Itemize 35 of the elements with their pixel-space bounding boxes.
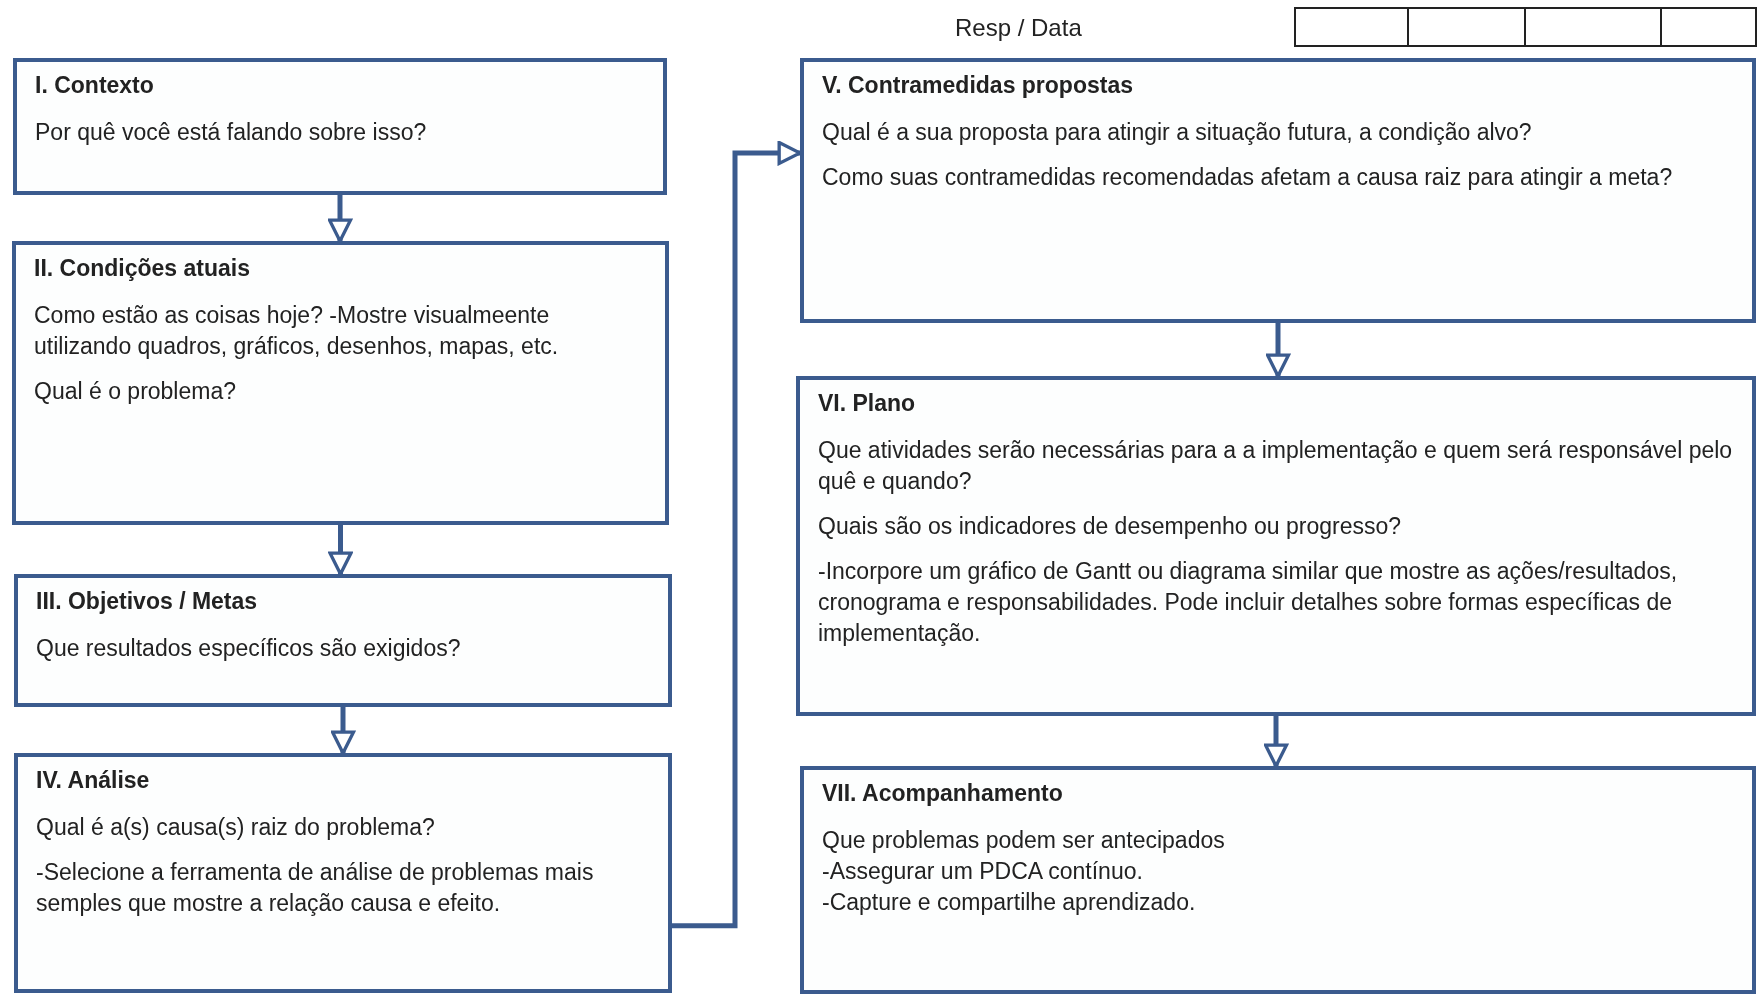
section-heading: VII. Acompanhamento: [822, 779, 1064, 808]
arrow: [328, 525, 353, 576]
section-heading: II. Condições atuais: [34, 254, 251, 283]
section-heading: VI. Plano: [818, 389, 917, 418]
section-text: -Assegurar um PDCA contínuo.: [822, 857, 1144, 886]
section-text: -Incorpore um gráfico de Gantt ou diagrama similar que mostre as ações/resultados, cronograma e responsabilidades. Pode incluir detalhes sobre formas específicas de implementação.: [818, 557, 1679, 648]
section-heading: I. Contexto: [35, 71, 155, 100]
section-text: Como estão as coisas hoje? -Mostre visualmeente utilizando quadros, gráficos, desenhos, mapas, etc.: [34, 301, 560, 361]
section-box: [12, 241, 669, 525]
section-text: Quais são os indicadores de desempenho ou progresso?: [818, 512, 1403, 541]
arrow: [672, 140, 802, 929]
section-text: -Capture e compartilhe aprendizado.: [822, 888, 1197, 917]
section-text: Como suas contramedidas recomendadas afetam a causa raiz para atingir a meta?: [822, 163, 1674, 192]
section-box: [14, 574, 672, 707]
table-label: Resp / Data: [955, 14, 1082, 42]
section-text: Por quê você está falando sobre isso?: [35, 118, 428, 147]
section-text: Que resultados específicos são exigidos?: [36, 634, 462, 663]
section-text: Qual é a(s) causa(s) raiz do problema?: [36, 813, 436, 842]
section-text: Que problemas podem ser antecipados: [822, 826, 1226, 855]
section-text: Que atividades serão necessárias para a a implementação e quem será responsável pelo quê e quando?: [818, 436, 1734, 496]
arrow: [1265, 323, 1291, 378]
section-text: Qual é a sua proposta para atingir a situação futura, a condição alvo?: [822, 118, 1533, 147]
section-box: [796, 376, 1756, 716]
arrow: [1263, 716, 1289, 768]
section-heading: IV. Análise: [36, 766, 151, 795]
section-box: [800, 766, 1756, 994]
arrow: [330, 707, 356, 755]
section-box: [13, 58, 667, 195]
section-box: [14, 753, 672, 993]
section-text: -Selecione a ferramenta de análise de problemas mais semples que mostre a relação causa e efeito.: [36, 858, 595, 918]
section-heading: III. Objetivos / Metas: [36, 587, 259, 616]
section-heading: V. Contramedidas propostas: [822, 71, 1134, 100]
section-text: Qual é o problema?: [34, 377, 237, 406]
section-box: [800, 58, 1756, 323]
arrow: [327, 195, 353, 243]
